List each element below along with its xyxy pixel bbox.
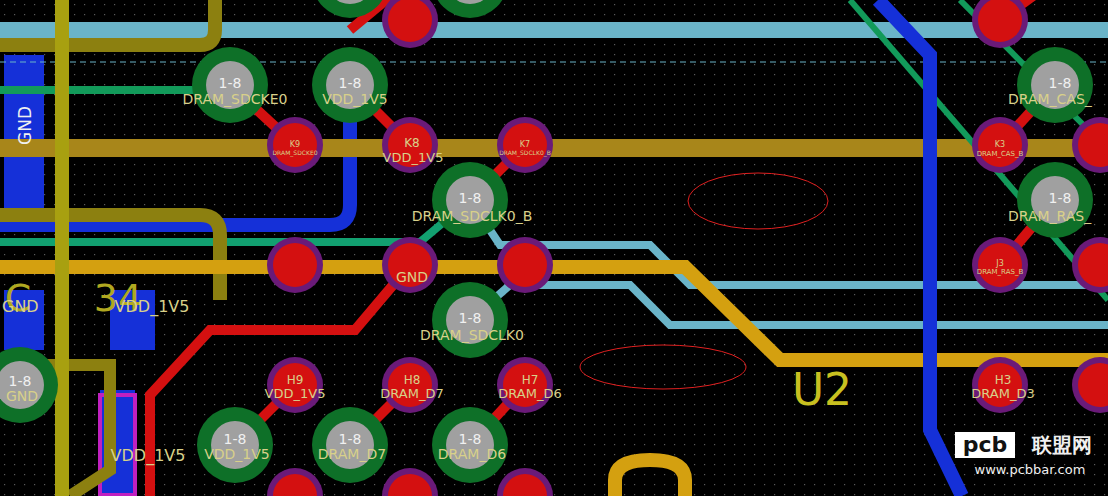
net-name: DRAM_RAS_ [1008, 209, 1091, 223]
net-name: VDD_1V5 [265, 387, 326, 400]
net-name: VDD_1V5 [115, 299, 190, 315]
net-name: DRAM_D3 [971, 387, 1034, 400]
net-name: VDD_1V5 [204, 447, 270, 461]
net-name: DRAM_SDCKE0 [183, 92, 288, 106]
via-layer: 1-8 [459, 191, 482, 205]
pin-name: H9 [287, 374, 304, 386]
net-name: GND [396, 270, 428, 284]
net-name: DRAM_D7 [318, 447, 386, 461]
net-name: DRAM_D6 [438, 447, 506, 461]
pin-name: J3 [996, 260, 1003, 268]
net-name: DRAM_D7 [380, 387, 443, 400]
via-layer: 1-8 [224, 432, 247, 446]
pin-name: H3 [995, 374, 1012, 386]
net-name: DRAM_CAS_ [1008, 92, 1092, 106]
watermark: pcb [963, 434, 1008, 456]
via-layer: 1-8 [459, 432, 482, 446]
net-name: DRAM_D6 [498, 387, 561, 400]
net-name: VDD_1V5 [322, 92, 388, 106]
net-name: DRAM_SDCLK0 [420, 328, 524, 342]
pin-name: K8 [404, 137, 420, 149]
net-name: DRAM_SDCKE0 [273, 150, 318, 156]
pin-name: H7 [522, 374, 539, 386]
net-name: DRAM_SDCLK0_B [499, 150, 551, 156]
watermark: www.pcbbar.com [975, 463, 1086, 476]
net-name: GND [16, 106, 33, 145]
net-name: DRAM_RAS_B [977, 269, 1023, 276]
via-layer: 1-8 [459, 311, 482, 325]
via-layer: 1-8 [9, 374, 32, 388]
pin-name: K9 [290, 141, 300, 149]
net-name: VDD_1V5 [111, 448, 186, 464]
net-name: GND [6, 389, 38, 403]
via-layer: 1-8 [1049, 76, 1072, 90]
net-name: GND [2, 299, 39, 315]
pin-name: K7 [520, 141, 530, 149]
watermark: 联盟网 [1032, 435, 1092, 455]
pin-name: K3 [995, 141, 1005, 149]
via-layer: 1-8 [1049, 191, 1072, 205]
via-layer: 1-8 [219, 76, 242, 90]
pin-name: H8 [404, 374, 421, 386]
net-name: DRAM_SDCLK0_B [412, 209, 533, 223]
net-name: VDD_1V5 [383, 151, 444, 164]
via-layer: 1-8 [339, 76, 362, 90]
net-name: DRAM_CAS_B [977, 151, 1024, 158]
via-layer: 1-8 [339, 432, 362, 446]
ref-designator: U2 [792, 368, 852, 412]
